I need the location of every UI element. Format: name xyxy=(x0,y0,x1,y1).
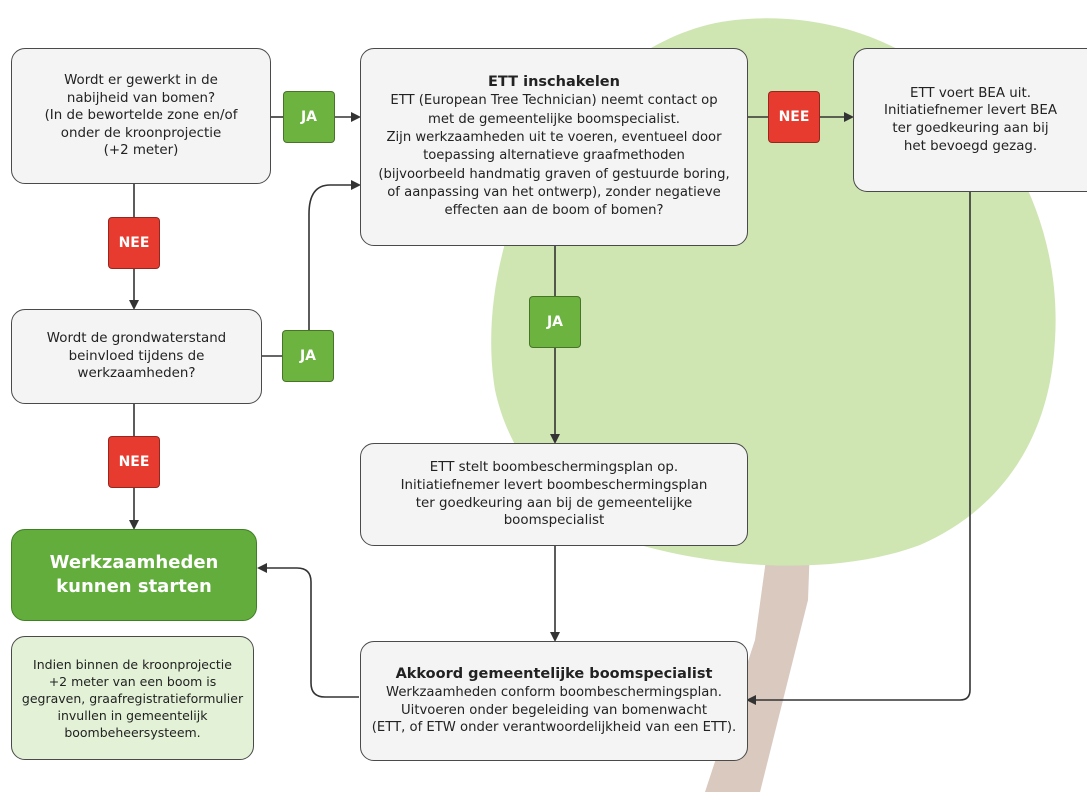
question-groundwater-box: Wordt de grondwaterstand beinvloed tijde… xyxy=(11,309,262,404)
ett-bea-line: ETT voert BEA uit. xyxy=(910,85,1031,101)
ja-badge-groundwater: JA xyxy=(282,330,334,382)
question-trees-box: Wordt er gewerkt in de nabijheid van bom… xyxy=(11,48,271,184)
ett-bea-box: ETT voert BEA uit. Initiatiefnemer lever… xyxy=(853,48,1087,192)
note-line: +2 meter van een boom is xyxy=(48,673,217,689)
akkoord-title: Akkoord gemeentelijke boomspecialist xyxy=(395,666,713,683)
question-groundwater-line: beinvloed tijdens de xyxy=(68,348,205,364)
note-line: Indien binnen de kroonprojectie xyxy=(33,656,232,672)
nee-badge-ett: NEE xyxy=(768,91,820,143)
ett-inschakelen-line: (bijvoorbeeld handmatig graven of gestuu… xyxy=(378,166,730,182)
note-line: invullen in gemeentelijk xyxy=(57,707,208,723)
akkoord-line: Werkzaamheden conform boombeschermingspl… xyxy=(386,685,722,701)
question-trees-line: (In de bewortelde zone en/of xyxy=(44,108,238,124)
akkoord-line: (ETT, of ETW onder verantwoordelijkheid … xyxy=(371,720,737,736)
boombeschermingsplan-line: Initiatiefnemer levert boombeschermingsp… xyxy=(400,477,708,493)
graafregistratie-note-box: Indien binnen de kroonprojectie +2 meter… xyxy=(11,636,254,760)
ett-bea-line: het bevoegd gezag. xyxy=(903,138,1038,154)
boombeschermingsplan-line: boomspecialist xyxy=(503,513,605,529)
ett-bea-line: ter goedkeuring aan bij xyxy=(892,121,1049,136)
boombeschermingsplan-box: ETT stelt boombeschermingsplan op. Initi… xyxy=(360,443,748,546)
question-trees-line: nabijheid van bomen? xyxy=(66,90,216,106)
nee-badge-trees: NEE xyxy=(108,217,160,269)
connector-bea-to-akkoord xyxy=(746,192,971,705)
ja-badge-trees: JA xyxy=(283,91,335,143)
werkzaamheden-start-box: Werkzaamheden kunnen starten xyxy=(11,529,257,621)
ja-badge-ett: JA xyxy=(529,296,581,348)
start-line: Werkzaamheden xyxy=(49,552,219,573)
ett-inschakelen-title: ETT inschakelen xyxy=(488,74,620,91)
ett-inschakelen-line: Zijn werkzaamheden uit te voeren, eventu… xyxy=(386,130,722,146)
ett-inschakelen-line: of aanpassing van het ontwerp), zonder n… xyxy=(387,184,721,200)
question-trees-line: onder de kroonprojectie xyxy=(60,125,222,141)
question-trees-line: Wordt er gewerkt in de xyxy=(64,73,218,89)
boombeschermingsplan-line: ETT stelt boombeschermingsplan op. xyxy=(429,460,679,476)
ett-inschakelen-line: ETT (European Tree Technician) neemt con… xyxy=(390,93,718,109)
question-groundwater-line: Wordt de grondwaterstand xyxy=(46,331,227,347)
question-groundwater-line: werkzaamheden? xyxy=(77,366,196,382)
connector-akkoord-to-start xyxy=(257,563,359,698)
boombeschermingsplan-line: ter goedkeuring aan bij de gemeentelijke xyxy=(415,495,693,511)
ett-inschakelen-line: toepassing alternatieve graafmethoden xyxy=(423,148,685,164)
note-line: boombeheersysteem. xyxy=(64,724,201,740)
ett-inschakelen-line: met de gemeentelijke boomspecialist. xyxy=(428,111,680,127)
question-trees-line: (+2 meter) xyxy=(103,143,179,159)
start-line: kunnen starten xyxy=(56,576,212,597)
ett-bea-line: Initiatiefnemer levert BEA xyxy=(884,103,1057,119)
ett-inschakelen-box: ETT inschakelen ETT (European Tree Techn… xyxy=(360,48,748,246)
connector-ja-to-ett-up xyxy=(308,180,361,330)
akkoord-box: Akkoord gemeentelijke boomspecialist Wer… xyxy=(360,641,748,761)
ett-inschakelen-line: effecten aan de boom of bomen? xyxy=(444,203,664,219)
akkoord-line: Uitvoeren onder begeleiding van bomenwac… xyxy=(401,702,707,718)
nee-badge-groundwater: NEE xyxy=(108,436,160,488)
note-line: gegraven, graafregistratieformulier xyxy=(21,690,244,706)
